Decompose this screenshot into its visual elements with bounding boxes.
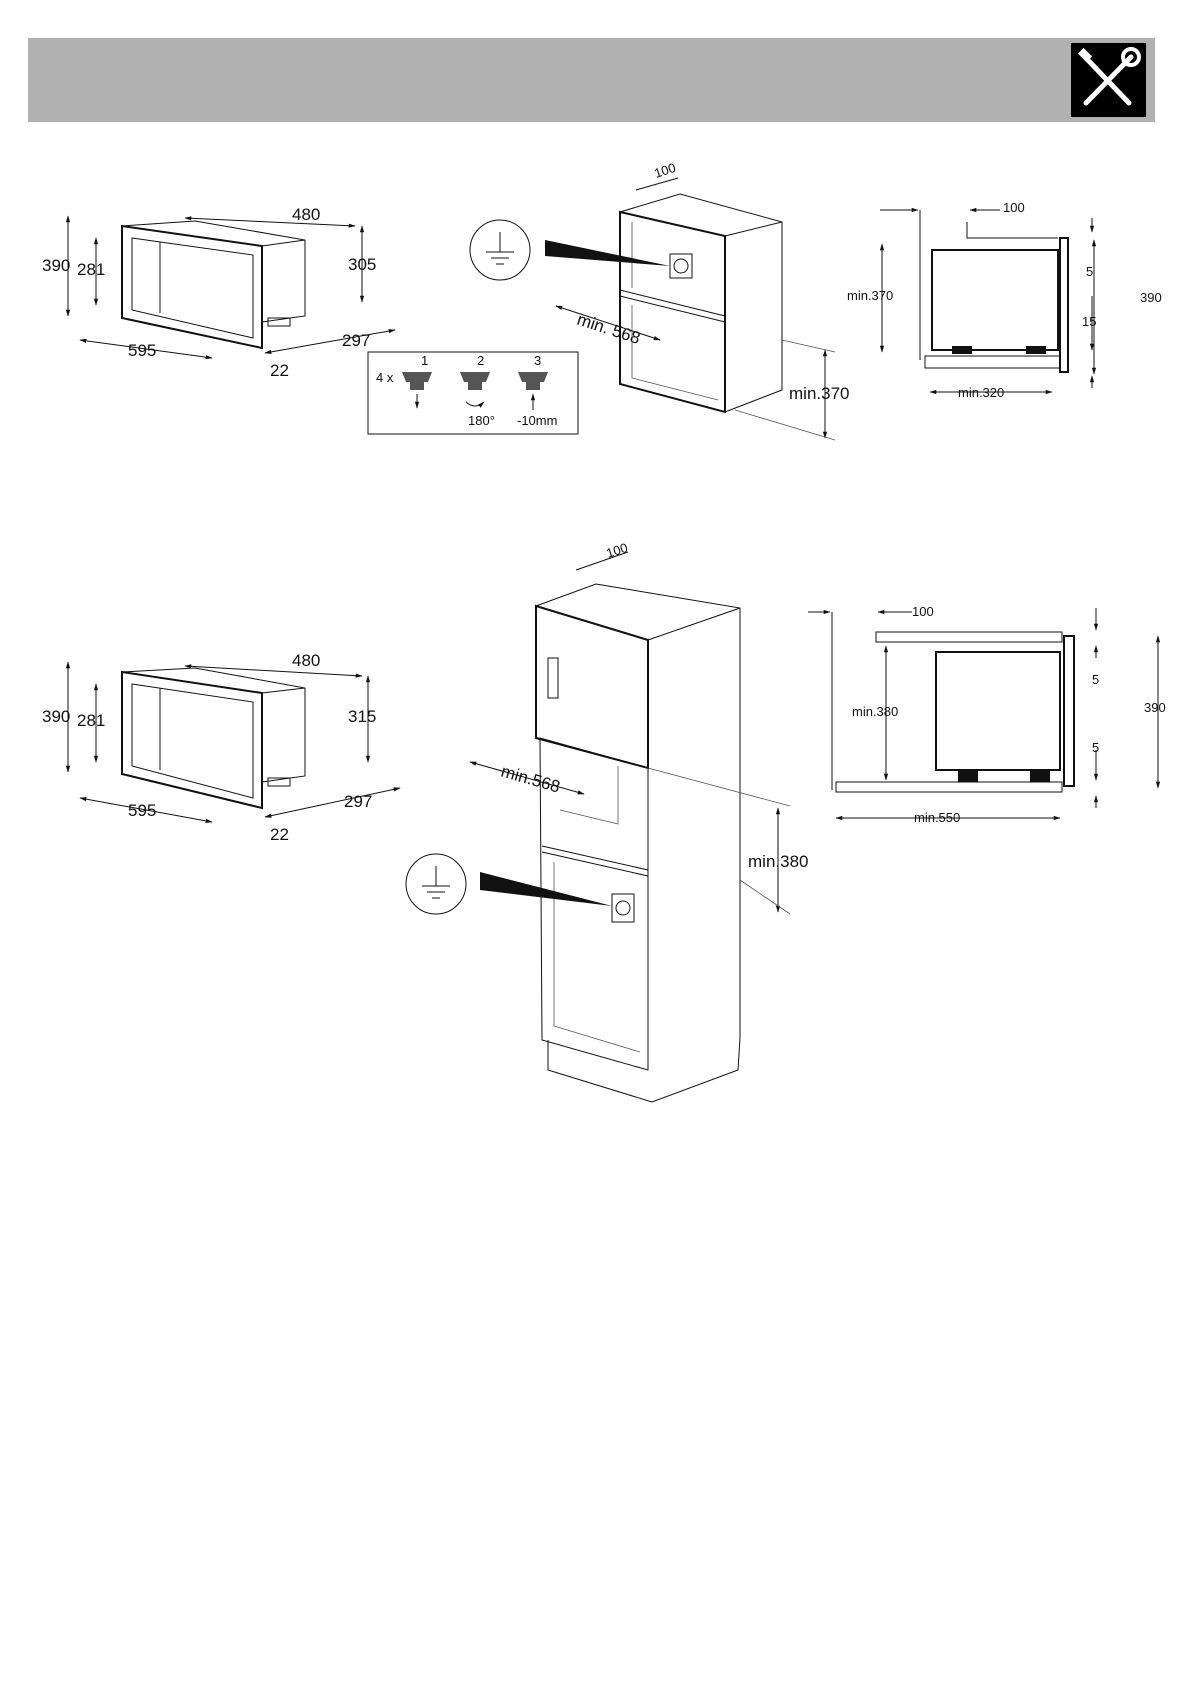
side-2-dim-5a: 5 <box>1092 672 1099 687</box>
dim-22: 22 <box>270 361 289 380</box>
dim-281-2: 281 <box>77 711 105 730</box>
side-view-2: 100 min.380 5 5 390 min.550 <box>808 604 1166 825</box>
step-2: 2 <box>477 353 484 368</box>
dim-595: 595 <box>128 341 156 360</box>
cabinet-1-dim-100: 100 <box>652 160 677 181</box>
step-3: 3 <box>534 353 541 368</box>
side-2-dim-5b: 5 <box>1092 740 1099 755</box>
rotation-180: 180° <box>468 413 495 428</box>
cabinet-1: 100 min. 568 min.370 <box>470 160 849 440</box>
dim-480-2: 480 <box>292 651 320 670</box>
dim-390: 390 <box>42 256 70 275</box>
dim-390-2: 390 <box>42 707 70 726</box>
dim-22-2: 22 <box>270 825 289 844</box>
dim-480: 480 <box>292 205 320 224</box>
side-2-dim-390: 390 <box>1144 700 1166 715</box>
side-1-dim-minh: min.370 <box>847 288 893 303</box>
drop-10mm: -10mm <box>517 413 557 428</box>
dim-305: 305 <box>348 255 376 274</box>
dim-297-2: 297 <box>344 792 372 811</box>
side-1-dim-390: 390 <box>1140 290 1162 305</box>
side-2-dim-minh: min.380 <box>852 704 898 719</box>
oven-dimensions-1: 480 390 281 305 595 297 22 <box>42 205 395 380</box>
dim-315-2: 315 <box>348 707 376 726</box>
side-1-dim-5: 5 <box>1086 264 1093 279</box>
step-1: 1 <box>421 353 428 368</box>
side-1-dim-15: 15 <box>1082 314 1096 329</box>
cabinet-1-dim-height: min.370 <box>789 384 849 403</box>
cabinet-2: 100 min.568 min.380 <box>406 540 808 1102</box>
cabinet-2-dim-width: min.568 <box>499 762 562 797</box>
side-1-dim-100: 100 <box>1003 200 1025 215</box>
cabinet-2-dim-100: 100 <box>604 540 629 561</box>
side-2-dim-min550: min.550 <box>914 810 960 825</box>
feet-adjustment-box: 4 x 1 2 3 180° -10mm <box>368 352 578 434</box>
dim-297: 297 <box>342 331 370 350</box>
side-2-dim-100: 100 <box>912 604 934 619</box>
dim-595-2: 595 <box>128 801 156 820</box>
side-view-1: 100 min.370 5 15 390 min.320 <box>847 200 1162 400</box>
cabinet-2-dim-height: min.380 <box>748 852 808 871</box>
oven-dimensions-2: 480 390 281 315 595 297 22 <box>42 651 400 844</box>
feet-count: 4 x <box>376 370 394 385</box>
cabinet-1-dim-width: min. 568 <box>575 310 643 348</box>
dim-281: 281 <box>77 260 105 279</box>
side-1-dim-min320: min.320 <box>958 385 1004 400</box>
